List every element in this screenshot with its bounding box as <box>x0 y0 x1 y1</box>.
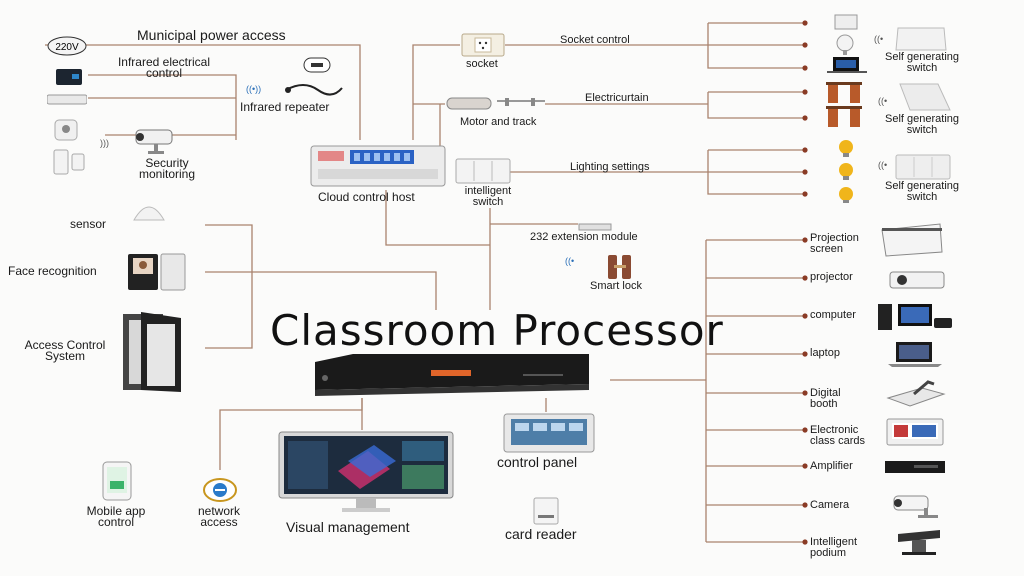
extension-module-label: 232 extension module <box>530 231 638 243</box>
processor-unit-icon <box>313 352 591 403</box>
ie-icon <box>202 477 238 508</box>
self-switch-label-1: Self generating switch <box>885 51 959 74</box>
wifi-signal-icon: ((•)) <box>246 84 262 94</box>
wall-switch-icon <box>455 158 511 189</box>
lighting-settings-label: Lighting settings <box>570 161 650 173</box>
security-monitoring-label: Security monitoring <box>138 156 196 181</box>
monitor-icon <box>278 431 454 520</box>
cloud-host-label: Cloud control host <box>318 190 415 204</box>
municipal-power-label: Municipal power access <box>137 27 286 43</box>
smart-lock-icon <box>605 253 635 286</box>
wifi-signal-icon: ((• <box>565 256 575 266</box>
motor-track-label: Motor and track <box>460 116 537 128</box>
cloud-host-device-icon <box>310 143 446 194</box>
electric-curtain-label: Electricurtain <box>585 92 649 104</box>
access-control-label: Access Control System <box>24 338 106 363</box>
intelligent-switch-label: intelligent switch <box>464 185 512 208</box>
intelligent-podium-label: Intelligent podium <box>810 536 858 559</box>
wifi-signal-icon: ))) <box>100 138 109 148</box>
class-card-icon <box>886 418 944 451</box>
computer-icon <box>827 56 867 79</box>
door-sensor-icon <box>52 148 86 181</box>
laptop-label: laptop <box>810 347 840 359</box>
computer-icon <box>876 302 954 337</box>
small-panel-icon <box>834 14 858 35</box>
electronic-class-cards-label: Electronic class cards <box>810 424 866 447</box>
wall-switch-icon <box>898 82 952 117</box>
desk-lamp-icon <box>834 34 856 61</box>
alarm-icon <box>54 119 78 146</box>
sensor-label: sensor <box>70 217 107 231</box>
amplifier-label: Amplifier <box>810 460 853 472</box>
motor-icon <box>445 95 549 120</box>
wall-switch-icon <box>895 154 951 185</box>
wifi-signal-icon: ((• <box>874 34 884 44</box>
infrared-repeater-label: Infrared repeater <box>240 100 330 114</box>
curtain-icon <box>826 82 862 133</box>
phone-icon <box>102 461 132 506</box>
smart-lock-label: Smart lock <box>590 280 642 292</box>
bulb-icon <box>836 139 856 208</box>
podium-icon <box>894 524 944 561</box>
control-panel-label: control panel <box>497 454 578 470</box>
laptop-icon <box>886 340 944 373</box>
self-switch-label-3: Self generating switch <box>885 180 959 203</box>
remote-device-icon <box>55 68 83 91</box>
sensor-dome-icon <box>132 200 166 229</box>
card-reader-label: card reader <box>505 526 577 542</box>
self-switch-label-2: Self generating switch <box>885 113 959 136</box>
infrared-control-label: Infrared electrical control <box>117 55 211 80</box>
network-access-label: network access <box>197 504 241 529</box>
cctv-camera-icon <box>128 126 182 161</box>
camera-icon <box>888 492 942 525</box>
projector-icon <box>888 268 946 297</box>
socket-control-label: Socket control <box>560 34 630 46</box>
face-terminal-icon <box>127 253 187 296</box>
wifi-signal-icon: ((• <box>878 96 888 106</box>
diagram-title: Classroom Processor <box>270 306 724 355</box>
computer-label: computer <box>810 309 856 321</box>
wifi-signal-icon: ((• <box>878 160 888 170</box>
cable-icon <box>284 80 344 103</box>
card-reader-icon <box>533 497 559 530</box>
voltage-badge-text: 220V <box>55 42 79 53</box>
control-panel-icon <box>503 413 595 458</box>
document-camera-icon <box>884 380 948 413</box>
ir-repeater-icon <box>300 55 334 82</box>
air-conditioner-icon <box>46 93 88 111</box>
extension-module-icon <box>578 219 612 237</box>
voltage-badge-icon: 220V <box>47 36 87 61</box>
face-recognition-label: Face recognition <box>8 264 97 278</box>
amplifier-icon <box>884 459 946 480</box>
mobile-app-label: Mobile app control <box>86 504 146 529</box>
visual-management-label: Visual management <box>286 519 410 535</box>
wall-socket-icon <box>461 33 505 62</box>
projector-label: projector <box>810 271 853 283</box>
access-door-icon <box>121 310 183 399</box>
digital-booth-label: Digital booth <box>810 387 841 410</box>
socket-label: socket <box>466 58 498 70</box>
projection-screen-icon <box>880 222 944 263</box>
camera-label: Camera <box>810 499 850 511</box>
wall-switch-icon <box>894 26 948 57</box>
projection-screen-label: Projection screen <box>810 232 859 255</box>
